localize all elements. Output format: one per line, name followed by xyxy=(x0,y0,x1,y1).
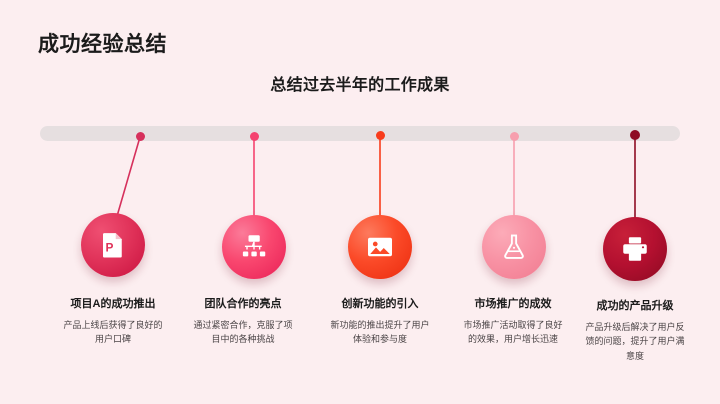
image-icon xyxy=(368,237,392,257)
timeline-caption-5: 成功的产品升级 产品升级后解决了用户反馈的问题，提升了用户满意度 xyxy=(560,300,710,363)
timeline-dot-4 xyxy=(510,132,519,141)
timeline-caption-3: 创新功能的引入 新功能的推出提升了用户体验和参与度 xyxy=(305,298,455,347)
timeline-dot-5 xyxy=(630,130,640,140)
sitemap-icon xyxy=(242,235,266,257)
timeline-desc-5: 产品升级后解决了用户反馈的问题，提升了用户满意度 xyxy=(585,321,685,361)
page-title: 成功经验总结 xyxy=(38,33,167,56)
timeline-title-1: 项目A的成功推出 xyxy=(70,298,156,310)
timeline-desc-1: 产品上线后获得了良好的用户口碑 xyxy=(63,319,163,345)
timeline-desc-3: 新功能的推出提升了用户体验和参与度 xyxy=(330,319,430,345)
printer-icon xyxy=(623,237,647,261)
timeline-title-4: 市场推广的成效 xyxy=(474,298,552,310)
timeline-icon-circle-1[interactable]: P xyxy=(81,213,145,277)
timeline-desc-4: 市场推广活动取得了良好的效果，用户增长迅速 xyxy=(463,319,563,345)
timeline-rail xyxy=(40,126,680,141)
timeline-icon-circle-5[interactable] xyxy=(603,217,667,281)
timeline-caption-4: 市场推广的成效 市场推广活动取得了良好的效果，用户增长迅速 xyxy=(438,298,588,347)
timeline-dot-2 xyxy=(250,132,259,141)
timeline-caption-1: 项目A的成功推出 产品上线后获得了良好的用户口碑 xyxy=(38,298,188,347)
timeline-dot-3 xyxy=(376,131,385,140)
timeline-caption-2: 团队合作的亮点 通过紧密合作，克服了项目中的各种挑战 xyxy=(168,298,318,347)
timeline-icon-circle-2[interactable] xyxy=(222,215,286,279)
page-subtitle: 总结过去半年的工作成果 xyxy=(270,77,450,94)
timeline-title-3: 创新功能的引入 xyxy=(341,298,419,310)
timeline-title-5: 成功的产品升级 xyxy=(596,300,674,312)
timeline-icon-circle-3[interactable] xyxy=(348,215,412,279)
timeline-icon-circle-4[interactable] xyxy=(482,215,546,279)
timeline-title-2: 团队合作的亮点 xyxy=(204,298,282,310)
timeline-desc-2: 通过紧密合作，克服了项目中的各种挑战 xyxy=(193,319,293,345)
timeline-dot-1 xyxy=(136,132,145,141)
svg-text:P: P xyxy=(106,241,114,255)
flask-icon xyxy=(504,234,524,259)
document-p-icon: P xyxy=(103,233,122,258)
